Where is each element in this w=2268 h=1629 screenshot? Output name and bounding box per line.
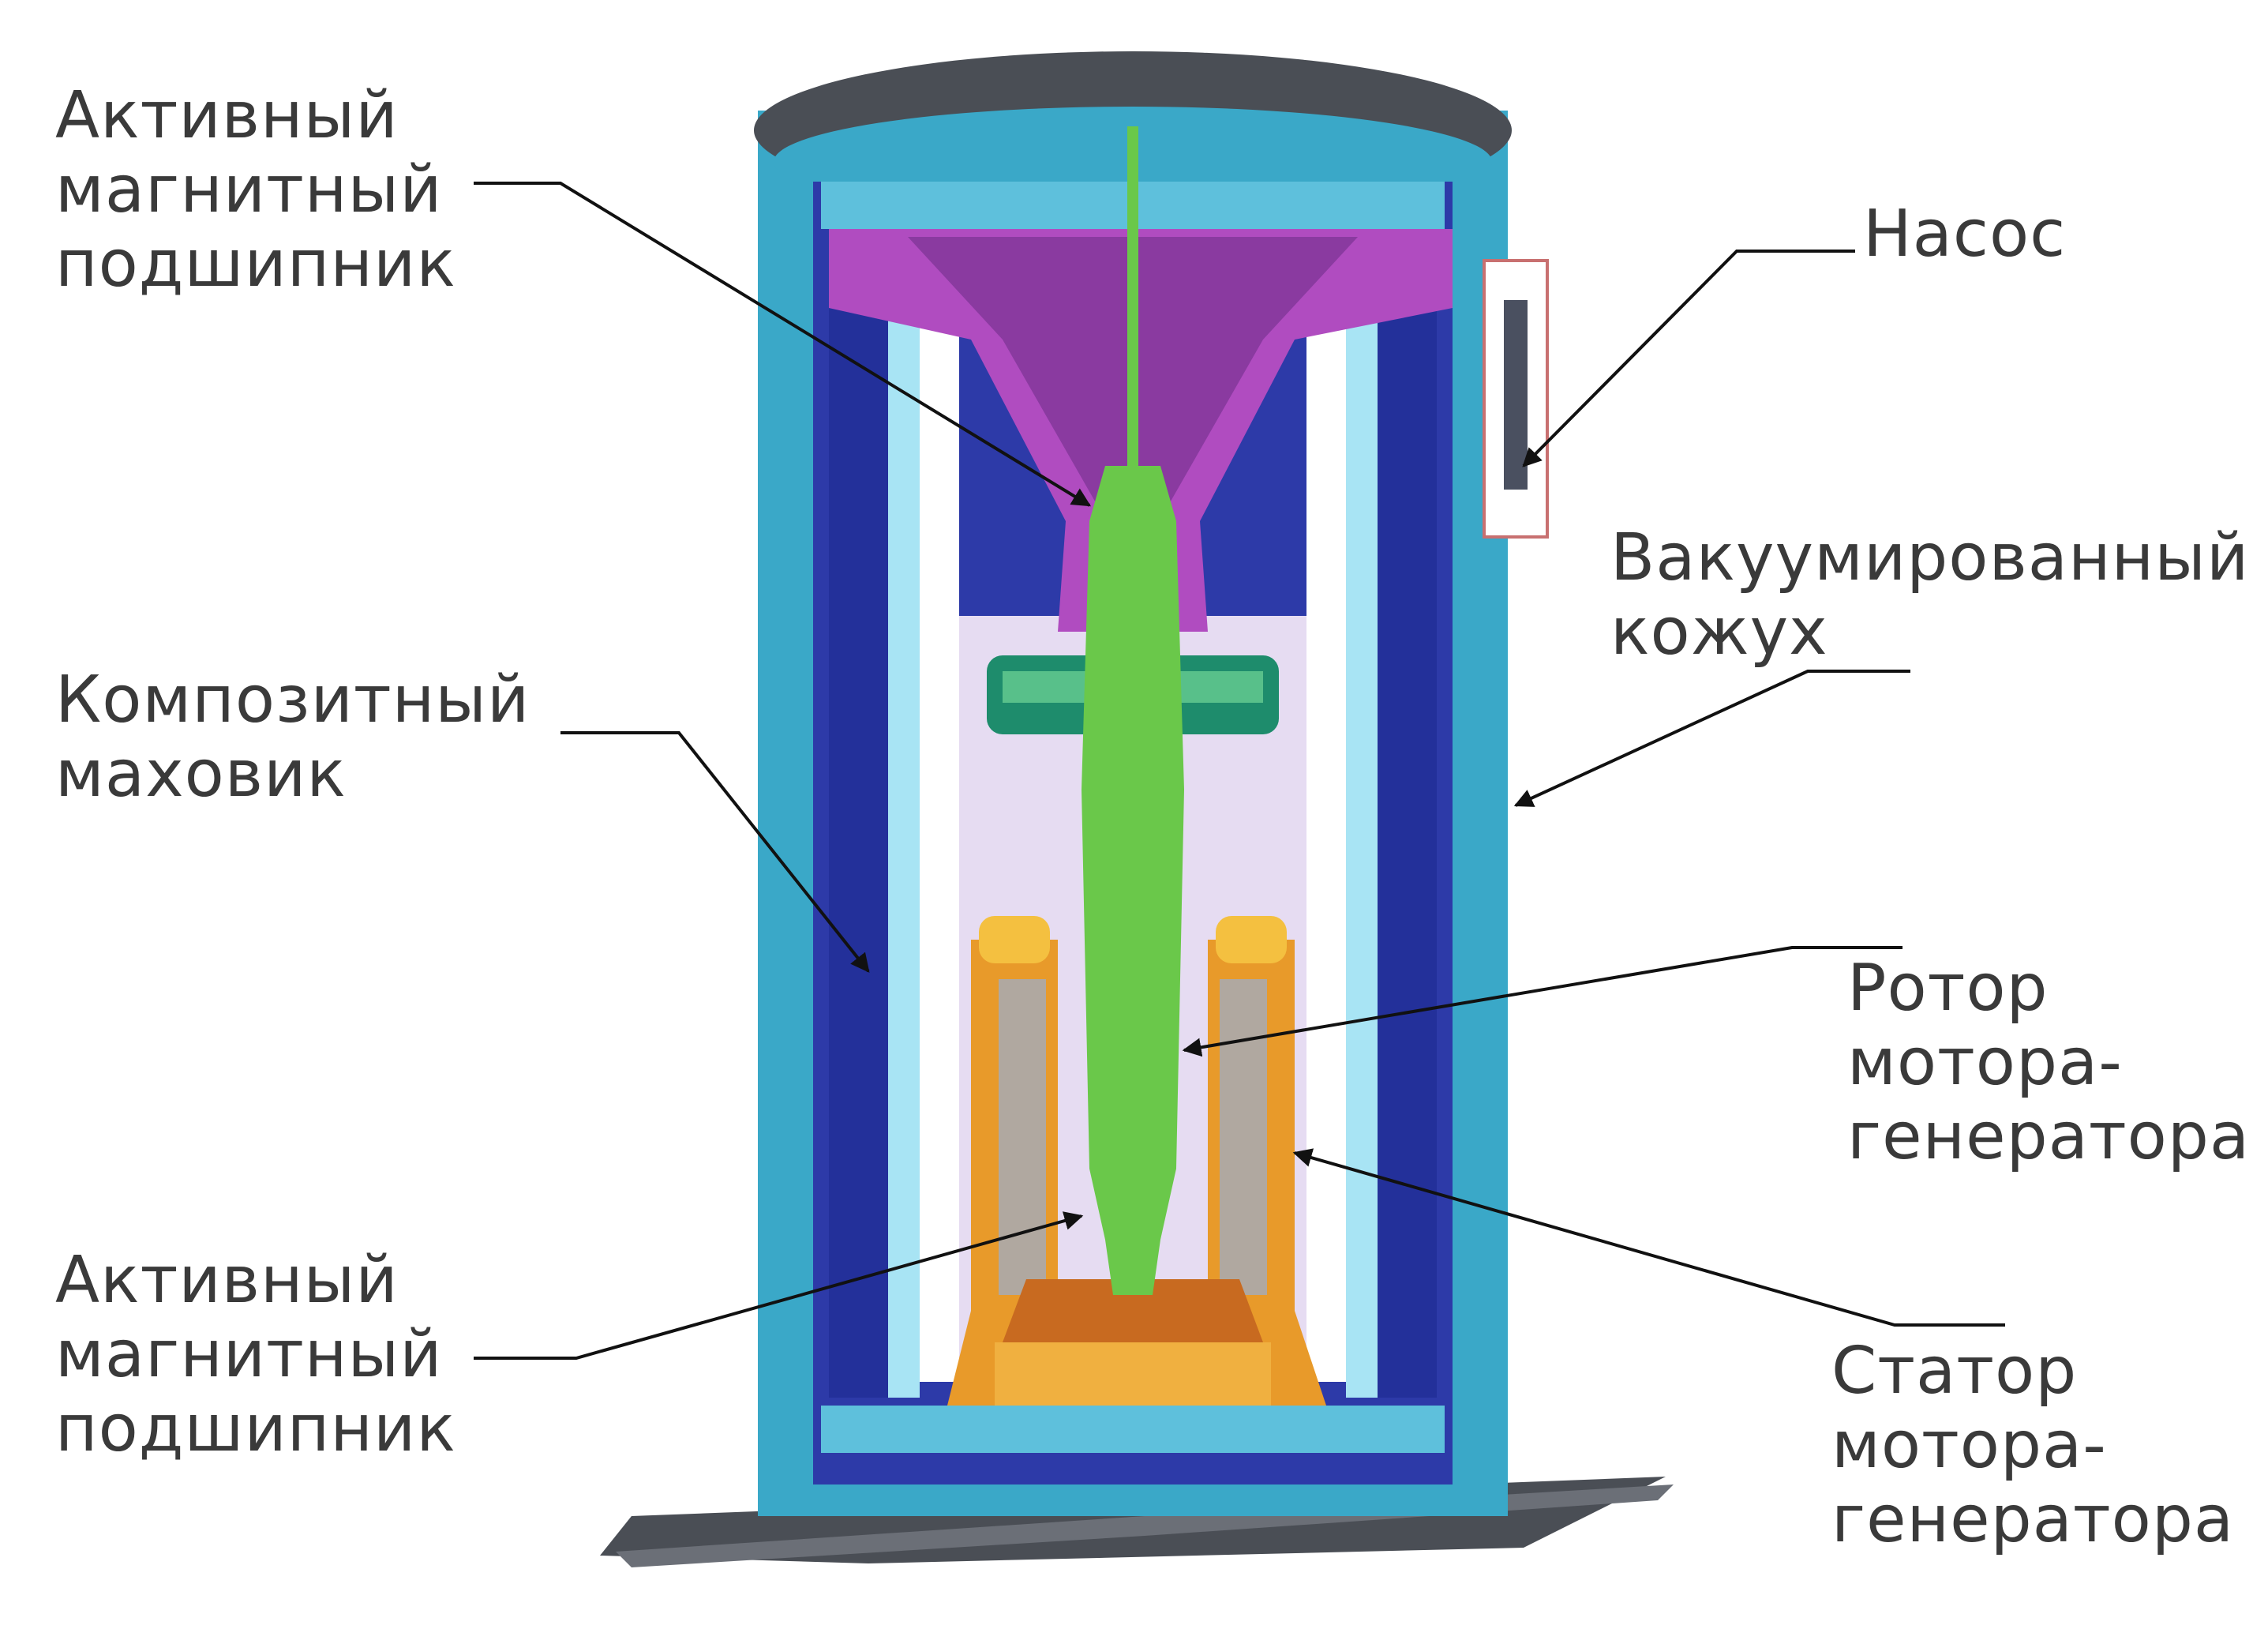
leader-stator	[1292, 1148, 2005, 1327]
leader-rotor	[1182, 946, 1902, 1057]
gap-right	[1306, 316, 1346, 1382]
label-line: мотора-	[1831, 1408, 2107, 1483]
leader-housing	[1513, 670, 1910, 807]
label-line: маховик	[55, 737, 347, 812]
rotor-shaft	[1082, 466, 1184, 1295]
label-line: Вакуумированный	[1610, 520, 2250, 595]
pump-core	[1504, 300, 1528, 490]
label-line: Активный	[55, 78, 399, 153]
stator-right-coil	[1220, 979, 1267, 1295]
leader-lines	[474, 182, 2005, 1360]
gap-left	[920, 316, 959, 1382]
label-line: Насос	[1863, 197, 2067, 272]
stator-right-cap	[1216, 916, 1287, 963]
flywheel-wall-right	[1378, 308, 1437, 1398]
label-bottom-bearing: Активный магнитный подшипник	[55, 1244, 456, 1466]
flywheel-wall-left	[829, 308, 888, 1398]
label-line: Композитный	[55, 662, 530, 738]
label-line: генератора	[1831, 1482, 2235, 1557]
leader-flywheel	[560, 731, 870, 973]
stator-left-coil	[999, 979, 1046, 1295]
label-rotor: Ротор мотора- генератора	[1847, 952, 2250, 1174]
label-line: генератора	[1847, 1099, 2251, 1174]
label-line: Ротор	[1847, 951, 2049, 1026]
label-line: мотора-	[1847, 1025, 2123, 1100]
label-line: кожух	[1610, 595, 1828, 670]
bottom-bearing-base	[995, 1342, 1271, 1406]
label-flywheel: Композитный маховик	[55, 663, 530, 812]
label-line: подшипник	[55, 1391, 456, 1466]
bottom-plate	[821, 1406, 1445, 1453]
shaft-needle	[1127, 126, 1138, 466]
leader-top-bearing	[474, 182, 1092, 507]
label-line: магнитный	[55, 1317, 443, 1392]
liner-left	[888, 308, 920, 1398]
label-housing: Вакуумированный кожух	[1610, 521, 2249, 670]
label-pump: Насос	[1863, 197, 2066, 272]
label-line: подшипник	[55, 227, 456, 302]
label-top-bearing: Активный магнитный подшипник	[55, 79, 456, 302]
bottom-bearing-housing	[1003, 1279, 1263, 1342]
label-stator: Статор мотора- генератора	[1831, 1334, 2234, 1557]
label-line: Активный	[55, 1243, 399, 1318]
label-line: магнитный	[55, 152, 443, 227]
liner-right	[1346, 308, 1378, 1398]
stator-left-cap	[979, 916, 1050, 963]
leader-pump	[1522, 250, 1855, 467]
label-line: Статор	[1831, 1334, 2078, 1409]
leader-bottom-bearing	[474, 1211, 1084, 1360]
